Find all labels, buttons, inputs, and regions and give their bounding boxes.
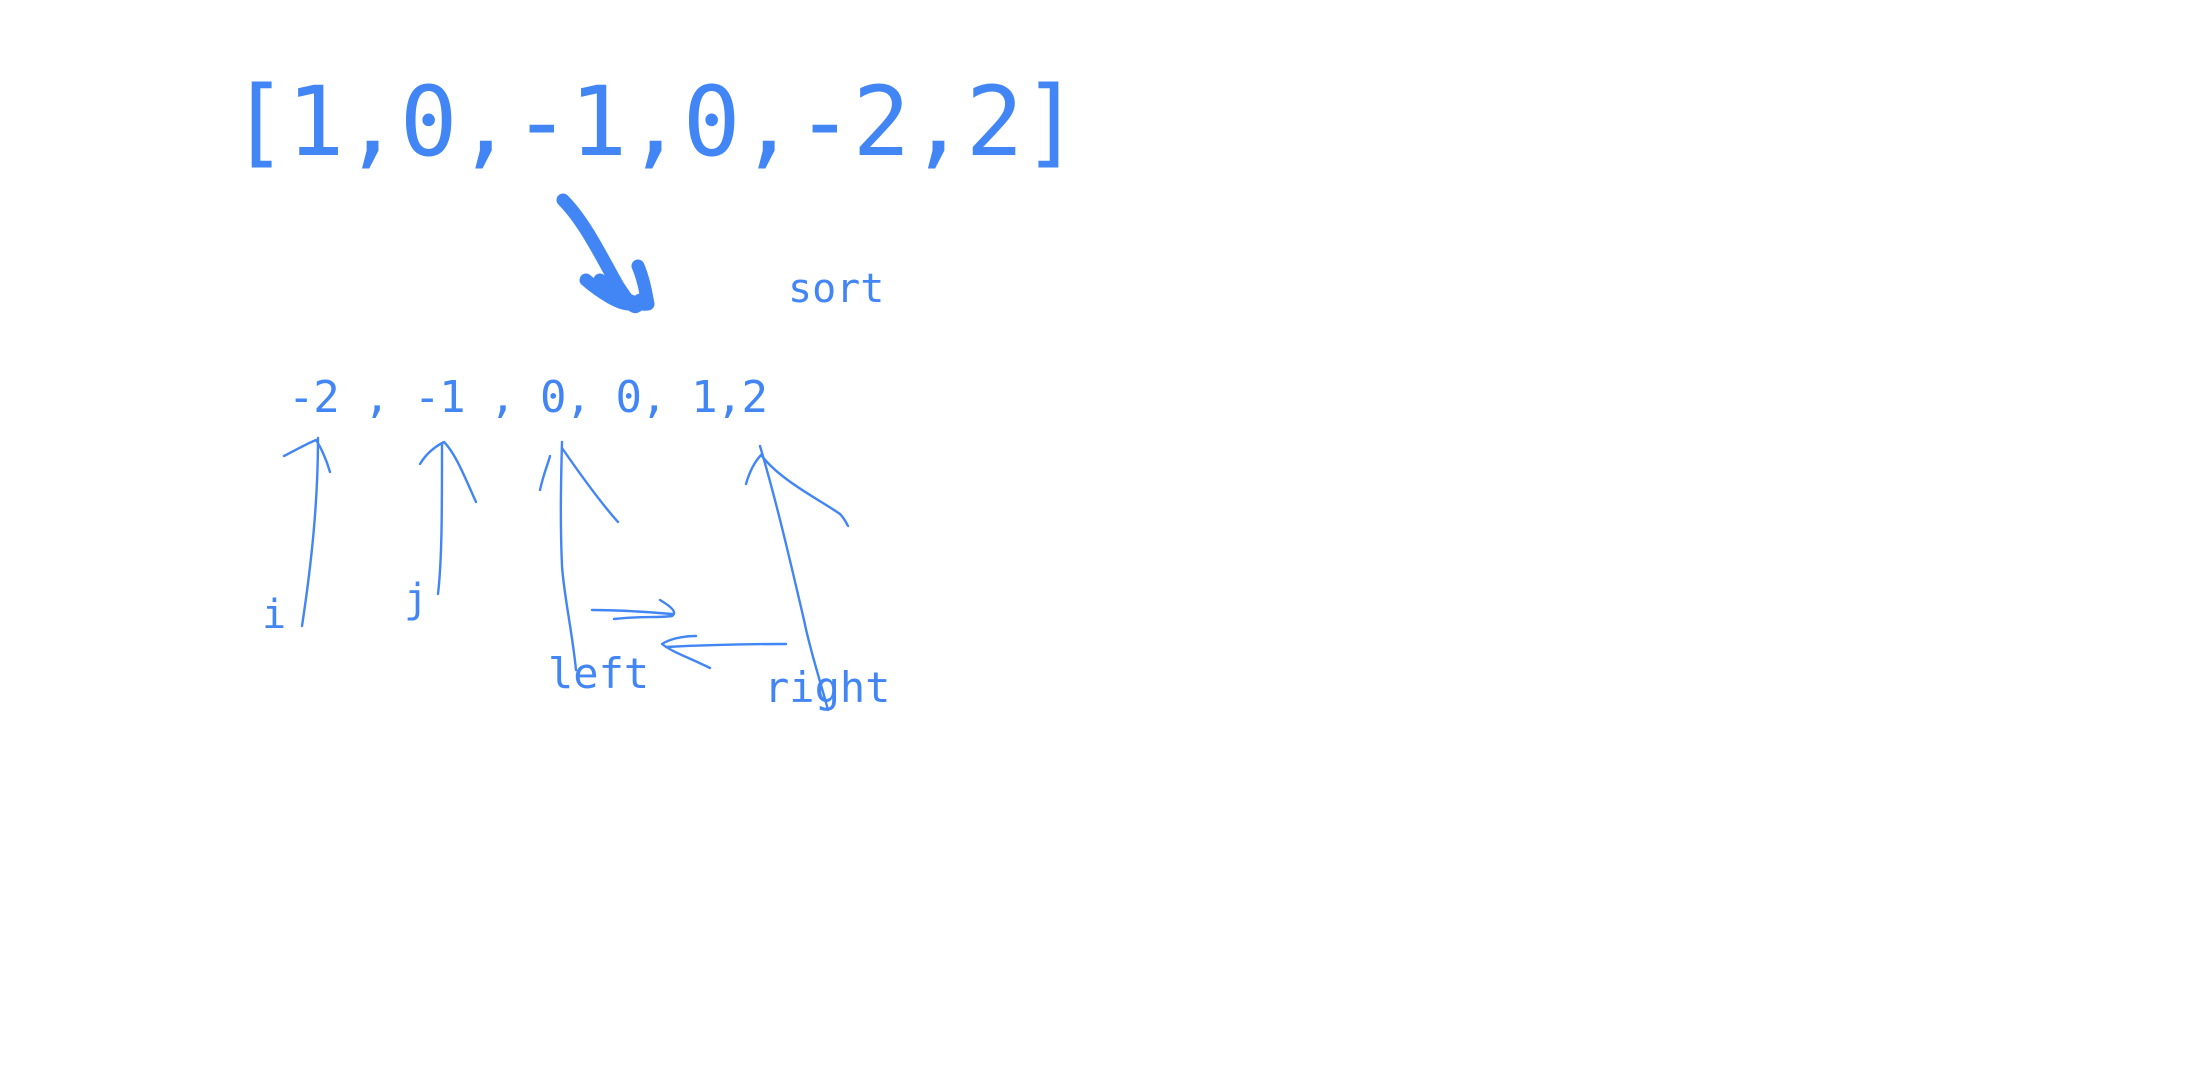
pointer-label-left: left: [548, 649, 649, 698]
input-array: [1,0,-1,0,-2,2]: [230, 66, 1080, 178]
sort-label: sort: [788, 266, 884, 312]
pointer-arrow-left: [538, 440, 620, 672]
pointer-arrow-i: [282, 436, 332, 628]
pointer-arrow-j: [418, 440, 478, 596]
pointer-label-j: j: [404, 576, 428, 622]
sort-arrow: [556, 193, 655, 313]
move-right-arrow: [590, 598, 676, 621]
pointer-arrow-right: [744, 444, 850, 712]
sorted-array: -2 , -1 , 0, 0, 1,2: [288, 372, 768, 423]
pointer-label-i: i: [262, 592, 286, 638]
move-left-arrow: [660, 634, 788, 670]
